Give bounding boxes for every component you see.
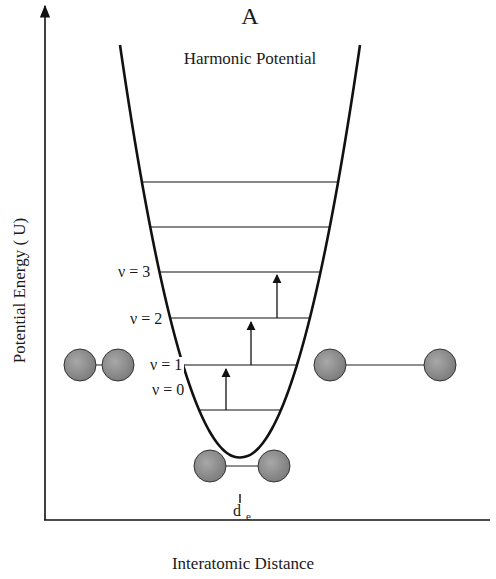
level-label: ν = 1 bbox=[148, 357, 184, 373]
level-label: ν = 2 bbox=[128, 311, 164, 327]
x-axis bbox=[44, 519, 490, 521]
transition-arrow bbox=[250, 322, 251, 365]
axis-title: Interatomic Distance bbox=[172, 555, 314, 572]
level-label: ν = 0 bbox=[150, 382, 186, 398]
axis-tick bbox=[239, 494, 240, 503]
energy-level bbox=[170, 317, 310, 318]
potential-curve bbox=[120, 45, 360, 458]
transition-arrow bbox=[276, 275, 277, 318]
level-label: ν = 3 bbox=[116, 264, 152, 280]
energy-level bbox=[159, 271, 320, 272]
compressed-molecule bbox=[64, 349, 134, 381]
energy-level bbox=[142, 181, 338, 182]
energy-levels bbox=[142, 182, 338, 410]
axis-symbol: d bbox=[233, 503, 241, 519]
axis-subscript: e bbox=[246, 511, 251, 522]
stretched-molecule bbox=[314, 349, 456, 381]
energy-level bbox=[199, 409, 281, 410]
energy-level bbox=[150, 226, 329, 227]
y-axis bbox=[44, 6, 46, 520]
curve-title: Harmonic Potential bbox=[184, 50, 317, 67]
panel-letter: A bbox=[241, 4, 258, 28]
transition-arrow bbox=[225, 369, 226, 410]
parabola bbox=[120, 45, 360, 458]
equilibrium-molecule bbox=[194, 450, 290, 482]
energy-level bbox=[183, 364, 297, 365]
axis-title: Potential Energy ( U) bbox=[12, 217, 29, 363]
